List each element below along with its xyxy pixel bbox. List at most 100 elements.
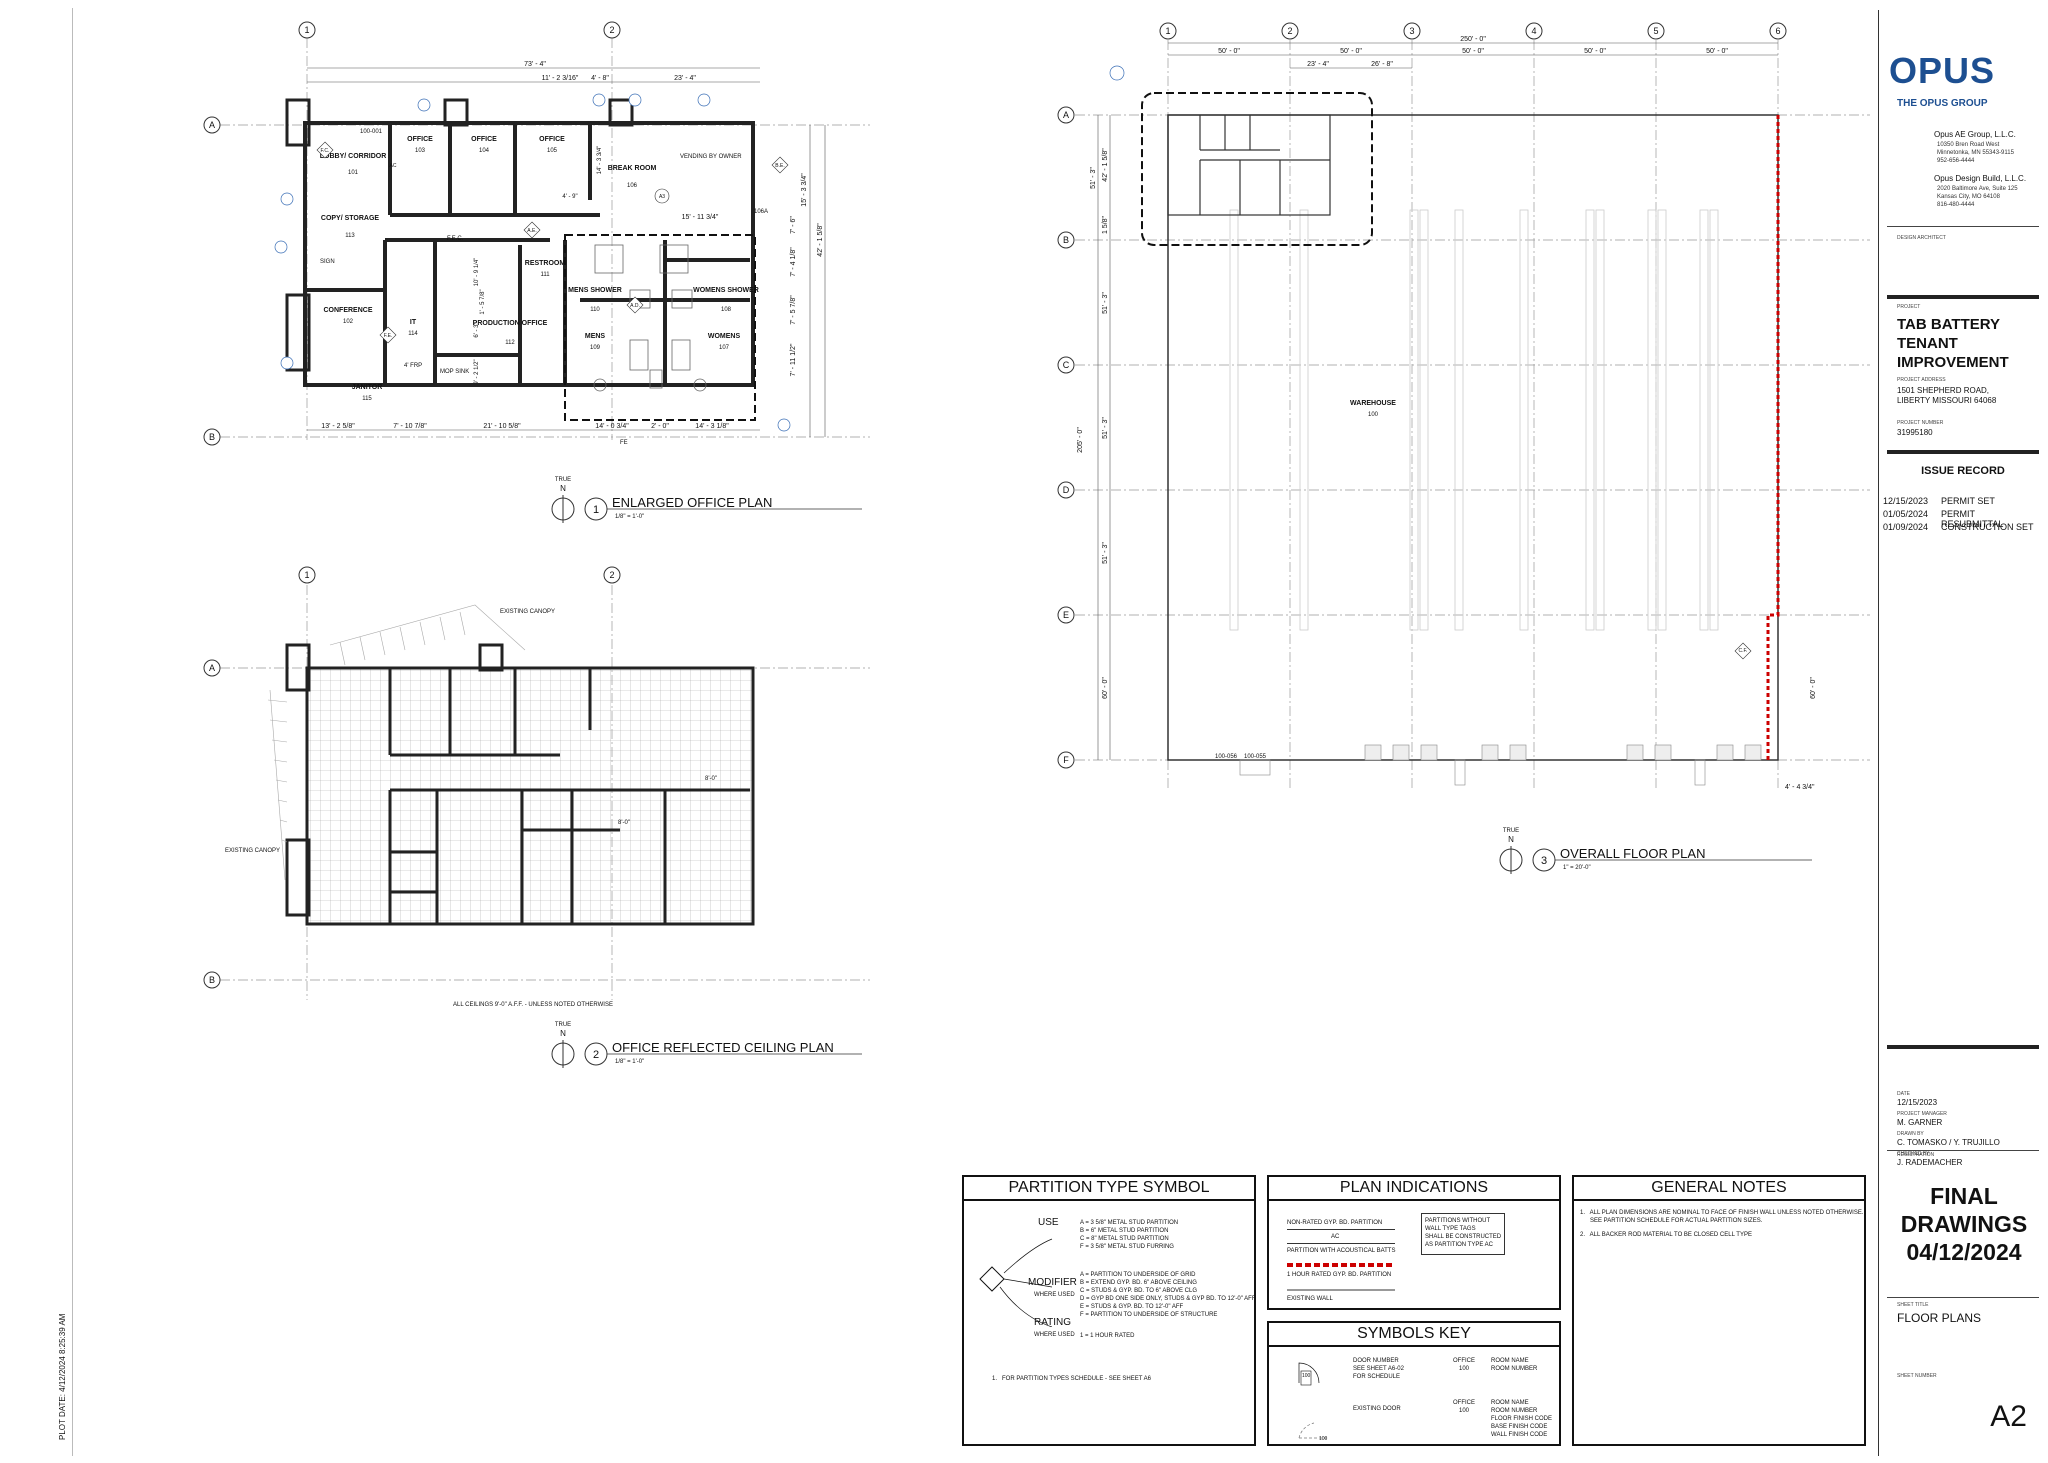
plan-3-number: 3 [1541,855,1547,867]
opus-logo: OPUS [1889,50,1996,91]
top-dim-1: 11' - 2 3/16" [542,75,579,82]
diamond-tags: F.C. B.E. A.E. A.D. F.E. AC A3 [316,141,789,344]
tag-fc: F.C. [321,148,330,154]
pm-label: PROJECT MANAGER [1897,1111,1947,1117]
general-note-2: 2. ALL BACKER ROD MATERIAL TO BE CLOSED … [1580,1232,1752,1238]
firm-1-name: Opus AE Group, L.L.C. [1934,130,2016,139]
tag-fe: F.E. [384,333,393,339]
svg-text:F: F [1063,755,1069,765]
issue-3-desc: CONSTRUCTION SET [1941,522,2034,532]
plan-2-title: OFFICE REFLECTED CEILING PLAN [612,1040,834,1055]
partition-type-symbol-box: PARTITION TYPE SYMBOL USE A = 3 5/8" MET… [962,1175,1256,1446]
symbols-existing-door: EXISTING DOOR [1353,1406,1401,1412]
room-number-warehouse: 100 [1368,412,1379,418]
rcp-note-canopy-1: EXISTING CANOPY [500,609,555,615]
indication-item-3: 1 HOUR RATED GYP. BD. PARTITION [1287,1272,1392,1278]
plan-2-scale: 1/8" = 1'-0" [615,1059,644,1065]
bottom-dim-4: 14' - 0 3/4" [595,423,629,430]
rcp-height-2: 8'-0" [618,820,630,826]
issue-3-date: 01/09/2024 [1883,522,1929,532]
svg-text:60' - 0": 60' - 0" [1102,677,1109,699]
misc-dim-2: 10' - 9 1/4" [474,258,480,287]
address-label: PROJECT ADDRESS [1897,377,1946,383]
design-architect-label: DESIGN ARCHITECT [1897,235,1946,241]
room-name-107: WOMENS [708,333,741,340]
room-name-106: BREAK ROOM [608,165,657,172]
svg-text:D: D [1063,485,1070,495]
symbols-room-tag-number: 100 [1459,1366,1470,1372]
svg-text:26' - 8": 26' - 8" [1371,61,1393,68]
tag-cf: C.F. [1739,648,1748,654]
right-dim-4: 7' - 4 1/8" [790,247,797,277]
rcp-note-canopy-2: EXISTING CANOPY [225,848,280,854]
sheet-title: FLOOR PLANS [1897,1311,1982,1325]
room-number-109: 109 [590,345,601,351]
room-name-110: MENS SHOWER [568,287,622,294]
partition-symbol-diagram [979,1238,1053,1327]
room-name-114: IT [410,319,417,326]
door-100-056: 100-056 [1215,754,1238,760]
right-dim-1: 15' - 3 3/4" [801,173,808,207]
partition-legend-title: PARTITION TYPE SYMBOL [964,1177,1254,1201]
svg-text:23' - 4": 23' - 4" [1307,61,1329,68]
svg-text:51' - 3": 51' - 3" [1102,542,1109,564]
rating-label: RATING [1034,1317,1072,1328]
indication-note-box [1421,1213,1505,1255]
north-true-3: TRUE [1503,828,1519,834]
project-number: 31995180 [1897,428,1933,437]
north-true-1: TRUE [555,477,571,483]
svg-text:50' - 0": 50' - 0" [1706,48,1728,55]
project-label: PROJECT [1897,304,1921,310]
indication-swatch-2 [1287,1243,1395,1244]
room-number-112: 112 [505,340,515,346]
general-notes-box: GENERAL NOTES 1. ALL PLAN DIMENSIONS ARE… [1572,1175,1866,1446]
plan-3-title: OVERALL FLOOR PLAN [1560,846,1705,861]
symbols-finish-tag-name: OFFICE [1453,1400,1475,1406]
issue-2-desc: PERMIT RESUBMITTAL [1941,509,2004,529]
symbols-finish-item-2: ROOM NUMBER [1491,1408,1538,1414]
room-name-104: OFFICE [471,136,497,143]
room-number-115: 115 [362,396,372,402]
svg-text:4' - 4 3/4": 4' - 4 3/4" [1785,784,1815,791]
svg-text:4: 4 [1531,26,1536,36]
misc-dim-1: 15' - 11 3/4" [682,214,719,221]
symbols-diagram [1298,1362,1329,1439]
svg-text:E: E [1063,610,1069,620]
firm-2-address: 2020 Baltimore Ave, Suite 125 Kansas Cit… [1937,186,2018,208]
room-name-108: WOMENS SHOWER [693,287,759,294]
symbols-finish-item-5: WALL FINISH CODE [1491,1432,1548,1438]
tag-be: B.E. [775,163,784,169]
svg-text:50' - 0": 50' - 0" [1584,48,1606,55]
rcp-grid-a: A [209,663,215,673]
modifier-item-6: F = PARTITION TO UNDERSIDE OF STRUCTURE [1080,1312,1218,1318]
symbols-room-name: ROOM NAME [1491,1358,1529,1364]
misc-dim-5: 1' - 5 7/8" [480,289,486,314]
svg-text:1: 1 [1165,26,1170,36]
indication-ac-label: AC [1331,1234,1340,1240]
overall-dim: 73' - 4" [524,61,546,68]
grid-2-label: 2 [609,25,614,35]
issue-1-desc: PERMIT SET [1941,496,1995,506]
sheet-number-label: SHEET NUMBER [1897,1373,1937,1379]
modifier-item-3: C = STUDS & GYP. BD. TO 6" ABOVE CLG [1080,1288,1198,1294]
project-address: 1501 SHEPHERD ROAD, LIBERTY MISSOURI 640… [1897,386,1997,405]
symbols-room-tag-name: OFFICE [1453,1358,1475,1364]
overall-grid-bubbles: 1 2 3 4 5 6 A B C D E F [1057,22,1787,769]
plan-1-title: ENLARGED OFFICE PLAN [612,495,772,510]
use-item-4: F = 3 5/8" METAL STUD FURRING [1080,1244,1174,1250]
symbols-finish-item-4: BASE FINISH CODE [1491,1424,1548,1430]
room-name-102: CONFERENCE [323,307,372,314]
tag-ac: AC [390,163,397,169]
drawing-canvas: 1 2 A B 73' - 4" 11' - 2 3/16" 4' - 8" 2… [203,21,1870,1068]
note-mop-sink: MOP SINK [440,369,469,375]
bottom-dim-5: 2' - 0" [651,423,669,430]
note-vending: VENDING BY OWNER [680,154,742,160]
indication-swatch-1 [1287,1229,1395,1230]
tag-a3: A3 [659,194,665,200]
grid-a-label: A [209,120,215,130]
svg-text:50' - 0": 50' - 0" [1218,48,1240,55]
top-dim-3: 23' - 4" [674,75,696,82]
overall-floor-plan: 1 2 3 4 5 6 A B C D E F [1057,22,1870,874]
tag-ad: A.D. [630,303,640,309]
room-number-110: 110 [590,307,600,313]
